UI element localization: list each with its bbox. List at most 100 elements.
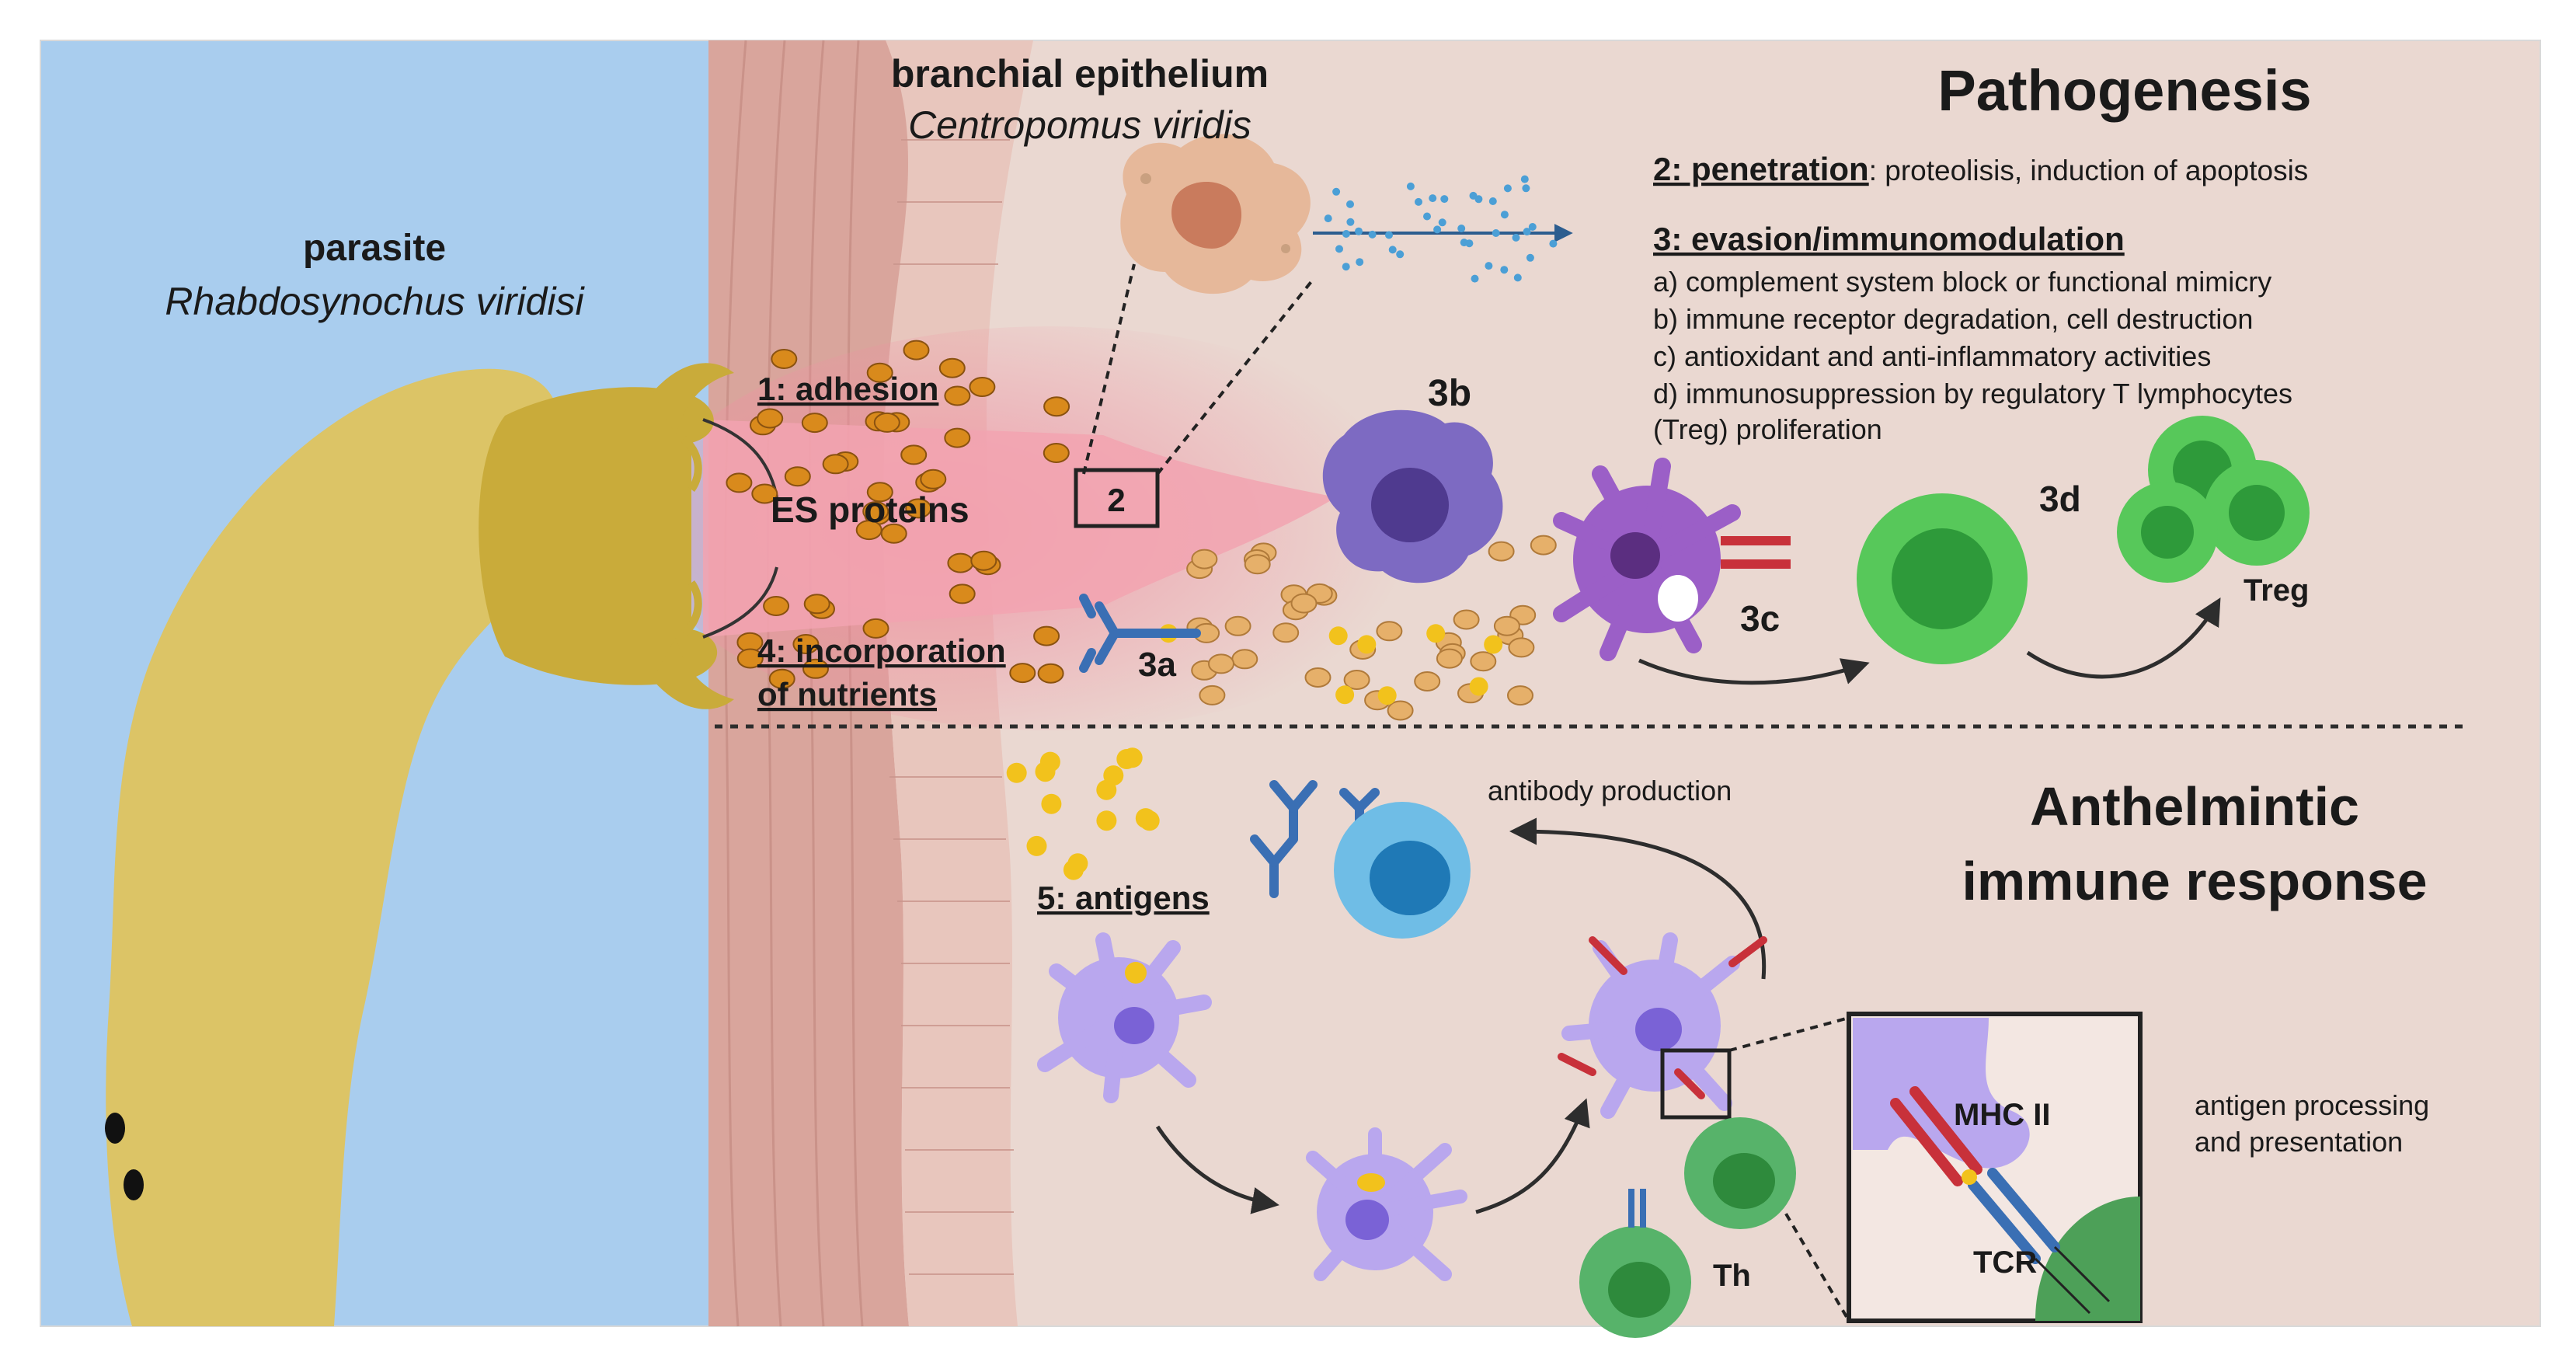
th-label: Th [1713, 1259, 1751, 1293]
degradation-dot [1332, 187, 1341, 196]
degradation-dot [1438, 218, 1446, 227]
es-protein-dot [873, 412, 900, 433]
es-protein-dot [1199, 684, 1226, 705]
zoom-line-synapse-bottom [1728, 1116, 1850, 1322]
antigen-processing-line2: and presentation [2195, 1126, 2403, 1158]
antigen-dot [1026, 835, 1047, 856]
antibody-cluster [1250, 780, 1380, 898]
degradation-dot [1523, 228, 1531, 236]
evasion-item-c: c) antioxidant and anti-inflammatory act… [1653, 340, 2211, 372]
es-protein-dot [1224, 615, 1251, 636]
synapse-inset [1847, 1012, 2143, 1323]
antigen-dot [1484, 635, 1503, 654]
degradation-dot [1488, 197, 1497, 205]
degradation-dot [1388, 246, 1397, 254]
es-protein-dot [944, 385, 971, 406]
dendritic-cell-presenting [1558, 932, 1767, 1119]
es-protein-dot [801, 413, 828, 434]
degradation-dot [1500, 266, 1509, 274]
zoom-box-synapse [1660, 1048, 1732, 1120]
degradation-dot [1549, 239, 1558, 248]
antigen-dot [1426, 624, 1446, 643]
es-protein-dot [944, 427, 971, 448]
es-protein-dot [866, 482, 893, 503]
penetration-line: 2: penetration: proteolisis, induction o… [1653, 151, 2308, 187]
label-3c: 3c [1740, 598, 1780, 639]
parasite-title: parasite [303, 228, 446, 269]
host-species: Centropomus viridis [908, 103, 1251, 147]
treg-cluster [2117, 416, 2310, 583]
antigen-dot [1041, 793, 1062, 814]
es-protein-dot [1343, 670, 1370, 690]
es-protein-dot [903, 340, 930, 361]
arrow-processing-to-presentation [1475, 1098, 1590, 1214]
attachment-hook-lower [702, 566, 778, 639]
degradation-dot [1465, 239, 1474, 248]
frame-border [40, 40, 2541, 1327]
es-protein-dot [1037, 663, 1064, 684]
es-protein-dot [1530, 535, 1557, 556]
mhc-label: MHC II [1954, 1098, 2050, 1132]
arrow-uptake-to-processing [1155, 1125, 1279, 1214]
arrow-3d-to-treg [2026, 597, 2221, 679]
es-protein-dot [802, 658, 829, 679]
degradation-dot [1342, 230, 1350, 238]
dendritic-cell-3c [1553, 458, 1791, 661]
parasite-body [106, 363, 734, 1327]
es-protein-dot [947, 552, 974, 573]
es-protein-wedge [703, 420, 1336, 637]
es-protein-dot [1507, 685, 1533, 706]
es-protein-dot [862, 618, 889, 639]
parasite-eyespot-upper [105, 1113, 125, 1144]
antigen-dot [1103, 765, 1124, 786]
degradation-dot [1471, 274, 1479, 283]
es-protein-dot [1009, 663, 1036, 684]
degradation-dot [1485, 262, 1493, 270]
degradation-dot [1415, 197, 1422, 206]
es-protein-dot [763, 596, 790, 616]
response-title-line1: Anthelmintic [2030, 776, 2359, 837]
es-protein-dot [1290, 593, 1318, 614]
es-protein-dot [880, 523, 907, 544]
incorporation-label-line1: 4: incorporation [757, 632, 1006, 669]
es-protein-dot [726, 472, 753, 493]
antigen-dot [1357, 635, 1377, 654]
degradation-dot [1342, 263, 1350, 271]
degradation-dot [1503, 184, 1512, 193]
degradation-dot [1406, 182, 1415, 190]
degradation-dot [1513, 273, 1522, 282]
dendritic-cell-processing [1306, 1127, 1467, 1281]
es-protein-dot [1376, 621, 1403, 642]
degradation-dot [1356, 258, 1364, 266]
evasion-item-d: d) immunosuppression by regulatory T lym… [1653, 378, 2292, 409]
box-2-label: 2 [1107, 482, 1125, 518]
antigen-dot [1335, 685, 1355, 705]
degradation-dot [1440, 195, 1449, 204]
penetration-heading: 2: penetration [1653, 151, 1869, 187]
es-protein-dot [768, 668, 795, 689]
degradation-particles [1324, 175, 1558, 283]
zoom-line-synapse-top [1728, 1016, 1850, 1052]
es-protein-dot [771, 349, 798, 369]
es-protein-dot [969, 377, 996, 397]
t-cell-3d-nucleus [1892, 528, 1993, 629]
es-protein-dot [866, 362, 893, 383]
degradation-dot [1355, 227, 1363, 235]
es-protein-dot [1231, 649, 1258, 670]
parasite-eyespot-lower [124, 1169, 144, 1200]
degradation-dot [1433, 225, 1442, 234]
degradation-dot [1512, 233, 1520, 242]
antigen-dot [1063, 859, 1084, 880]
evasion-item-a: a) complement system block or functional… [1653, 266, 2271, 298]
macrophage-3b [1322, 409, 1503, 583]
degradation-dot [1335, 245, 1343, 253]
th-cell-upper-nucleus [1713, 1153, 1775, 1209]
degradation-dot [1346, 218, 1355, 226]
antibody-production-label: antibody production [1488, 775, 1732, 806]
es-protein-dot [1493, 615, 1520, 636]
degradation-dot [1526, 253, 1534, 262]
antigen-dot [1006, 762, 1027, 783]
pathogenesis-title: Pathogenesis [1937, 58, 2311, 123]
